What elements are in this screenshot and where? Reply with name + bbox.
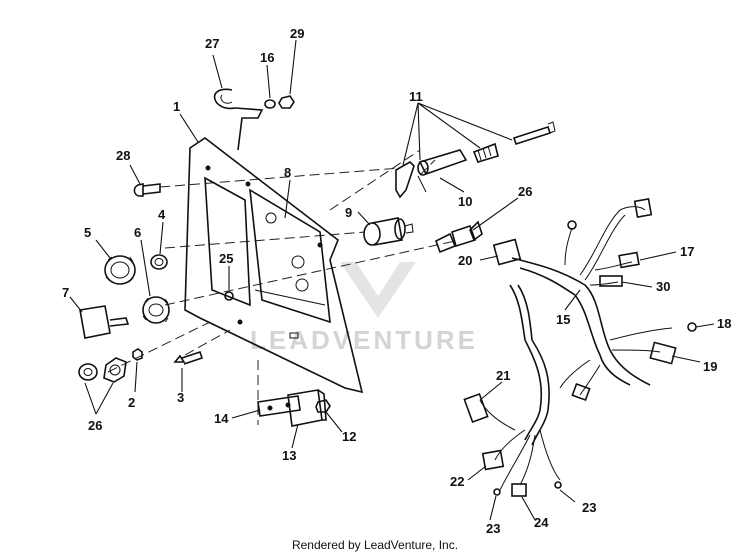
callout-30: 30 [656, 279, 670, 294]
callout-13: 13 [282, 448, 296, 463]
callout-6: 6 [134, 225, 141, 240]
callout-26-upper: 26 [518, 184, 532, 199]
callout-8: 8 [284, 165, 291, 180]
callout-27: 27 [205, 36, 219, 51]
callout-24: 24 [534, 515, 549, 530]
callout-21: 21 [496, 368, 510, 383]
callout-10: 10 [458, 194, 472, 209]
wiring-harness [463, 197, 697, 497]
carriage-bolt [133, 183, 161, 197]
callout-23-left: 23 [486, 521, 500, 536]
rendered-by-credit: Rendered by LeadVenture, Inc. [291, 538, 459, 552]
callout-18: 18 [717, 316, 731, 331]
spring-clip-assembly [213, 88, 295, 151]
relay-bracket [257, 389, 331, 427]
callout-29: 29 [290, 26, 304, 41]
callout-1: 1 [173, 99, 180, 114]
callout-3: 3 [177, 390, 184, 405]
plunger-switch-assembly [395, 121, 556, 199]
control-panel-plate [184, 137, 364, 394]
callout-22: 22 [450, 474, 464, 489]
light-socket [363, 217, 414, 246]
callout-5: 5 [84, 225, 91, 240]
ignition-key [79, 305, 130, 339]
panel-nut [224, 291, 234, 301]
callout-26-lower: 26 [88, 418, 102, 433]
callout-19: 19 [703, 359, 717, 374]
callout-4: 4 [158, 207, 166, 222]
callout-labels: 27 16 29 1 11 28 8 10 26 4 9 5 6 20 17 2… [62, 26, 731, 536]
callout-20: 20 [458, 253, 472, 268]
callout-17: 17 [680, 244, 694, 259]
callout-11: 11 [409, 89, 423, 104]
callout-28: 28 [116, 148, 130, 163]
callout-9: 9 [345, 205, 352, 220]
callout-16: 16 [260, 50, 274, 65]
callout-15: 15 [556, 312, 570, 327]
callout-25: 25 [219, 251, 233, 266]
callout-2: 2 [128, 395, 135, 410]
switch-nuts-lower [78, 348, 204, 383]
leader-lines [69, 39, 715, 521]
callout-23-right: 23 [582, 500, 596, 515]
ignition-nut-washers [104, 254, 170, 324]
callout-14: 14 [214, 411, 229, 426]
toggle-switch [435, 220, 483, 254]
callout-7: 7 [62, 285, 69, 300]
callout-12: 12 [342, 429, 356, 444]
leadventure-watermark: LEADVENTURE [250, 262, 478, 355]
watermark-text: LEADVENTURE [250, 325, 478, 355]
